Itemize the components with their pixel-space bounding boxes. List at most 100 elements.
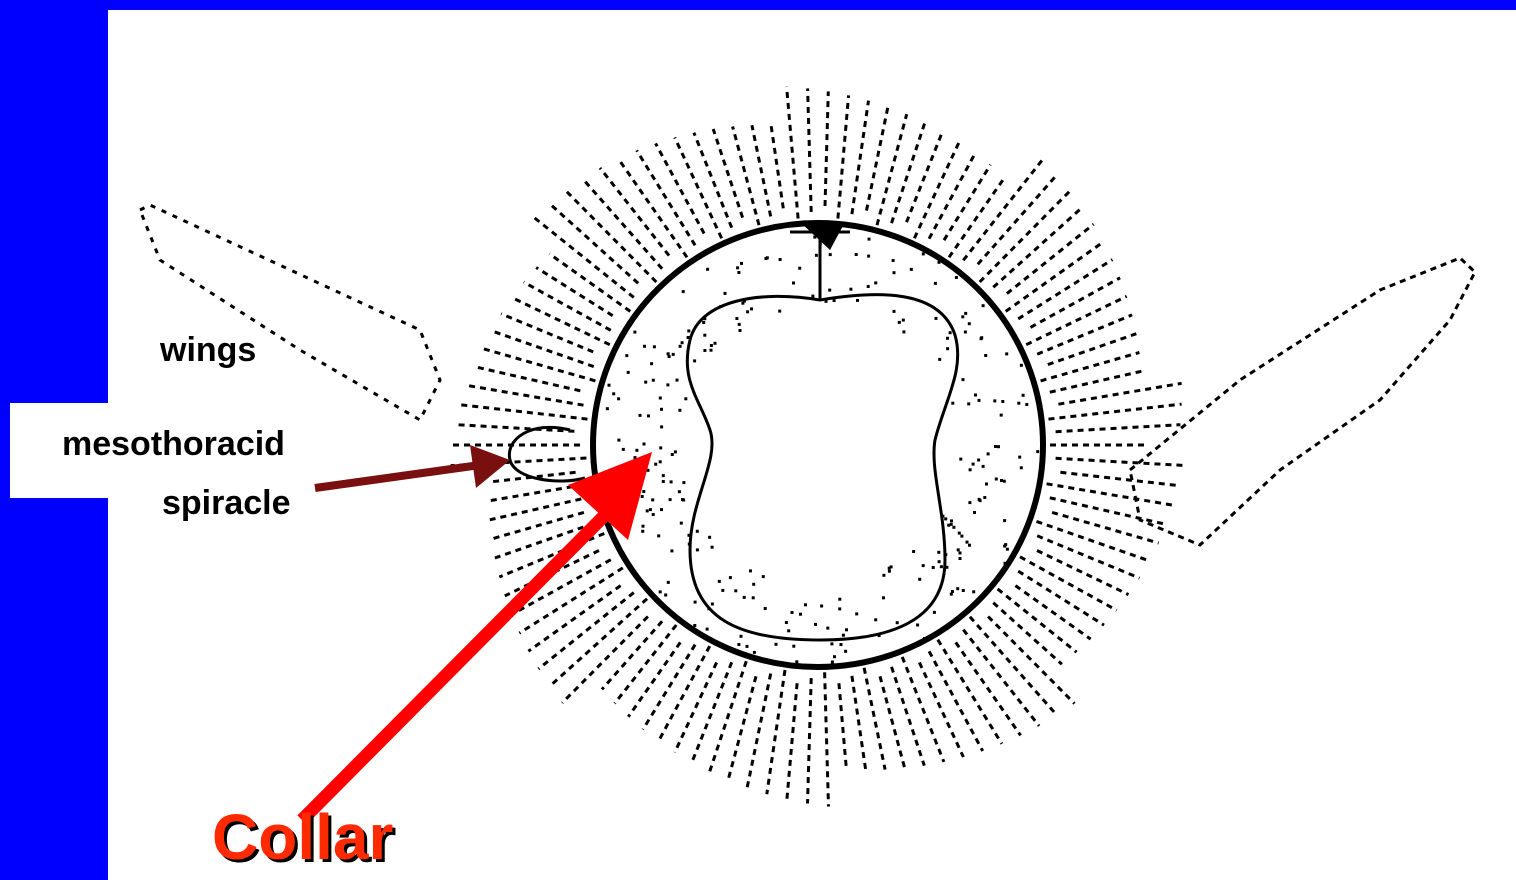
stipple-dot	[960, 535, 963, 538]
stipple-dot	[997, 445, 1000, 448]
stipple-dot	[874, 281, 877, 284]
stipple-dot	[892, 259, 895, 262]
bristle	[539, 593, 634, 669]
stipple-dot	[652, 513, 655, 516]
stipple-dot	[666, 383, 669, 386]
stipple-dot	[940, 565, 943, 568]
stipple-dot	[606, 407, 609, 410]
stipple-dot	[888, 567, 891, 570]
stipple-dot	[962, 589, 965, 592]
stipple-dot	[738, 323, 741, 326]
stipple-dot	[662, 480, 665, 483]
bristle	[694, 133, 732, 228]
stipple-dot	[775, 643, 778, 646]
bristle	[491, 331, 594, 367]
stipple-dot	[724, 292, 727, 295]
stipple-dot	[703, 334, 706, 337]
stipple-dot	[922, 252, 925, 255]
stipple-dot	[896, 621, 899, 624]
stipple-dot	[736, 266, 739, 269]
stipple-dot	[642, 490, 645, 493]
bristle	[1052, 512, 1159, 543]
bristle	[501, 314, 593, 352]
stipple-dot	[660, 425, 663, 428]
stipple-dot	[667, 352, 670, 355]
stipple-dot	[898, 321, 901, 324]
bristle	[474, 367, 580, 391]
stipple-dot	[882, 596, 885, 599]
stipple-dot	[753, 651, 756, 654]
stipple-dot	[856, 299, 859, 302]
stipple-dot	[670, 480, 673, 483]
stipple-dot	[952, 526, 955, 529]
stipple-dot	[650, 362, 653, 365]
stipple-dot	[646, 509, 649, 512]
stipple-dot	[792, 645, 795, 648]
stipple-dot	[951, 402, 954, 405]
stipple-dot	[696, 548, 699, 551]
stipple-dot	[994, 445, 997, 448]
stipple-dot	[746, 645, 749, 648]
stipple-dot	[964, 312, 967, 315]
stipple-dot	[838, 607, 841, 610]
stipple-dot	[674, 450, 677, 453]
stipple-dot	[935, 317, 938, 320]
stipple-dot	[950, 593, 953, 596]
stipple-dot	[910, 268, 913, 271]
bristle	[532, 216, 634, 297]
stipple-dot	[608, 384, 611, 387]
stipple-dot	[642, 525, 645, 528]
bristle	[880, 676, 905, 768]
bristle	[963, 159, 1042, 260]
stipple-dot	[657, 534, 660, 537]
stipple-dot	[959, 458, 962, 461]
stipple-dot	[1017, 402, 1020, 405]
stipple-dot	[849, 288, 852, 291]
bristle	[787, 87, 799, 219]
stipple-dot	[752, 596, 755, 599]
stipple-dot	[752, 583, 755, 586]
stipple-dot	[639, 414, 642, 417]
stipple-dot	[958, 532, 961, 535]
stipple-dot	[938, 560, 941, 563]
stipple-dot	[937, 551, 940, 554]
stipple-dot	[902, 330, 905, 333]
stipple-dot	[746, 310, 749, 313]
right-wing	[1130, 258, 1475, 545]
stipple-dot	[668, 355, 671, 358]
stipple-dot	[933, 611, 936, 614]
stipple-dot	[938, 358, 941, 361]
stipple-dot	[966, 541, 969, 544]
stipple-dot	[662, 474, 665, 477]
bristle	[902, 657, 944, 762]
bristle	[1048, 334, 1137, 365]
bristle	[582, 178, 662, 268]
stipple-dot	[706, 268, 709, 271]
wings-label: wings	[160, 333, 256, 367]
stipple-dot	[959, 552, 962, 555]
stipple-dot	[1018, 456, 1021, 459]
stipple-dot	[653, 345, 656, 348]
stipple-dot	[681, 341, 684, 344]
spiracle-label: spiracle	[162, 486, 291, 520]
stipple-dot	[969, 468, 972, 471]
stipple-dot	[792, 282, 795, 285]
stipple-dot	[968, 322, 971, 325]
stipple-dot	[984, 354, 987, 357]
stipple-dot	[980, 336, 983, 339]
stipple-dot	[696, 530, 699, 533]
bristle	[825, 91, 828, 206]
stipple-dot	[622, 448, 625, 451]
stipple-dot	[1003, 519, 1006, 522]
stipple-dot	[830, 642, 833, 645]
stipple-dot	[882, 574, 885, 577]
stipple-dot	[957, 548, 960, 551]
stipple-dot	[855, 612, 858, 615]
stipple-dot	[660, 508, 663, 511]
stipple-dot	[947, 524, 950, 527]
stipple-dot	[855, 253, 858, 256]
mesothoracid-label: mesothoracid	[62, 427, 285, 461]
stipple-dot	[826, 627, 829, 630]
stipple-dot	[667, 581, 670, 584]
bristle	[767, 670, 785, 794]
